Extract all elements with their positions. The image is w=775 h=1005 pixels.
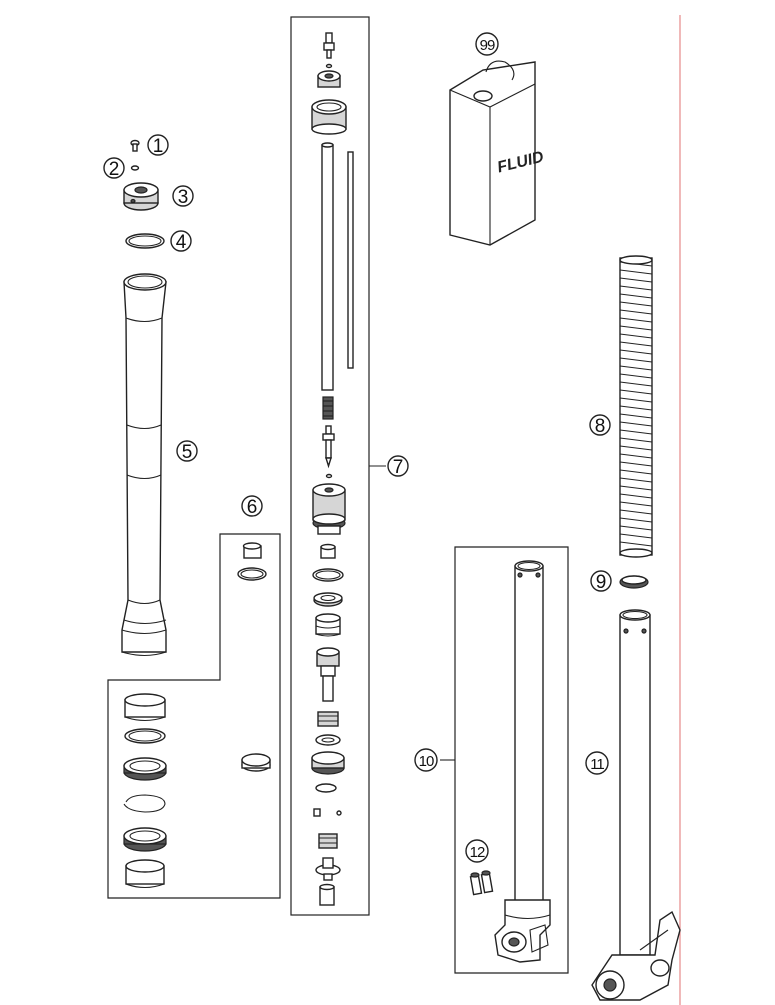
callout-4-label: 4: [176, 232, 187, 253]
callout-1-label: 1: [153, 136, 164, 157]
cartridge-tube: [321, 142, 334, 391]
kit-oil-seal: [123, 757, 167, 781]
part-12-screws: [469, 870, 494, 896]
cartridge-spring-2: [317, 711, 339, 727]
part-3-screw-cap: [123, 182, 159, 211]
part-2-washer: [130, 165, 140, 171]
cartridge-shim-stack: [315, 613, 341, 637]
part-8-fork-spring: [619, 255, 653, 558]
cartridge-valve-body: [316, 647, 340, 702]
callout-12: 12: [465, 839, 489, 863]
cartridge-ball: [325, 473, 333, 479]
cartridge-small-washer: [325, 63, 333, 69]
cartridge-washer-2: [315, 734, 341, 746]
cartridge-small-parts: [313, 808, 342, 817]
part-99-fluid-can: FLUID: [449, 60, 546, 246]
kit-dust-seal: [123, 827, 167, 852]
callout-7-label: 7: [393, 457, 404, 478]
callout-10-label: 10: [419, 753, 434, 770]
cartridge-valve: [323, 32, 335, 59]
callout-99-label: 99: [480, 37, 495, 54]
cartridge-bottom-valve: [315, 857, 341, 881]
kit-guide-bushing: [125, 859, 165, 889]
part-10-inner-tube: [494, 560, 551, 963]
callout-3: 3: [172, 185, 194, 208]
cartridge-base-valve: [311, 751, 345, 775]
part-5-outer-tube: [121, 273, 167, 657]
kit-washer: [124, 728, 166, 744]
part-6-kit-frame: [107, 533, 281, 899]
callout-1: 1: [147, 134, 169, 157]
callout-9: 9: [590, 570, 612, 593]
cartridge-needle: [322, 425, 335, 469]
cartridge-o-ring: [312, 568, 344, 582]
part-11-inner-tube: [591, 609, 681, 1001]
callout-7: 7: [387, 455, 409, 478]
callout-11: 11: [585, 751, 609, 775]
part-10-frame: [454, 546, 569, 974]
cartridge-washer-3: [315, 783, 337, 793]
callout-12-label: 12: [470, 844, 485, 861]
cartridge-end-nut: [319, 883, 335, 906]
callout-99: 99: [475, 32, 499, 56]
callout-3-label: 3: [178, 187, 189, 208]
cartridge-small-spring: [322, 396, 334, 420]
kit-circlip: [123, 794, 166, 813]
callout-9-label: 9: [596, 572, 607, 593]
cartridge-rod: [347, 151, 354, 369]
callout-5-label: 5: [182, 442, 193, 463]
callout-6: 6: [241, 495, 263, 518]
part-1-screw: [130, 139, 140, 152]
cartridge-spring-3: [318, 833, 338, 849]
part-6-split-ring: [241, 753, 271, 772]
part-4-o-ring: [125, 233, 165, 249]
cartridge-nut: [317, 70, 341, 88]
callout-8-label: 8: [595, 416, 606, 437]
part-6-seal-ring: [237, 567, 267, 581]
callout-4: 4: [170, 230, 192, 253]
cartridge-piston: [312, 483, 346, 535]
kit-slide-bushing: [124, 693, 166, 722]
callout-5: 5: [176, 440, 198, 463]
callout-6-label: 6: [247, 497, 258, 518]
cartridge-bushing: [320, 543, 336, 559]
callout-10: 10: [414, 748, 438, 772]
part-9-spacer-ring: [619, 575, 649, 589]
cartridge-seal: [313, 592, 343, 607]
callout-2-label: 2: [109, 159, 120, 180]
cartridge-top-housing: [311, 99, 347, 135]
callout-8: 8: [589, 414, 611, 437]
callout-2: 2: [103, 157, 125, 180]
callout-11-label: 11: [590, 756, 604, 773]
part-6-bushing: [242, 542, 262, 559]
